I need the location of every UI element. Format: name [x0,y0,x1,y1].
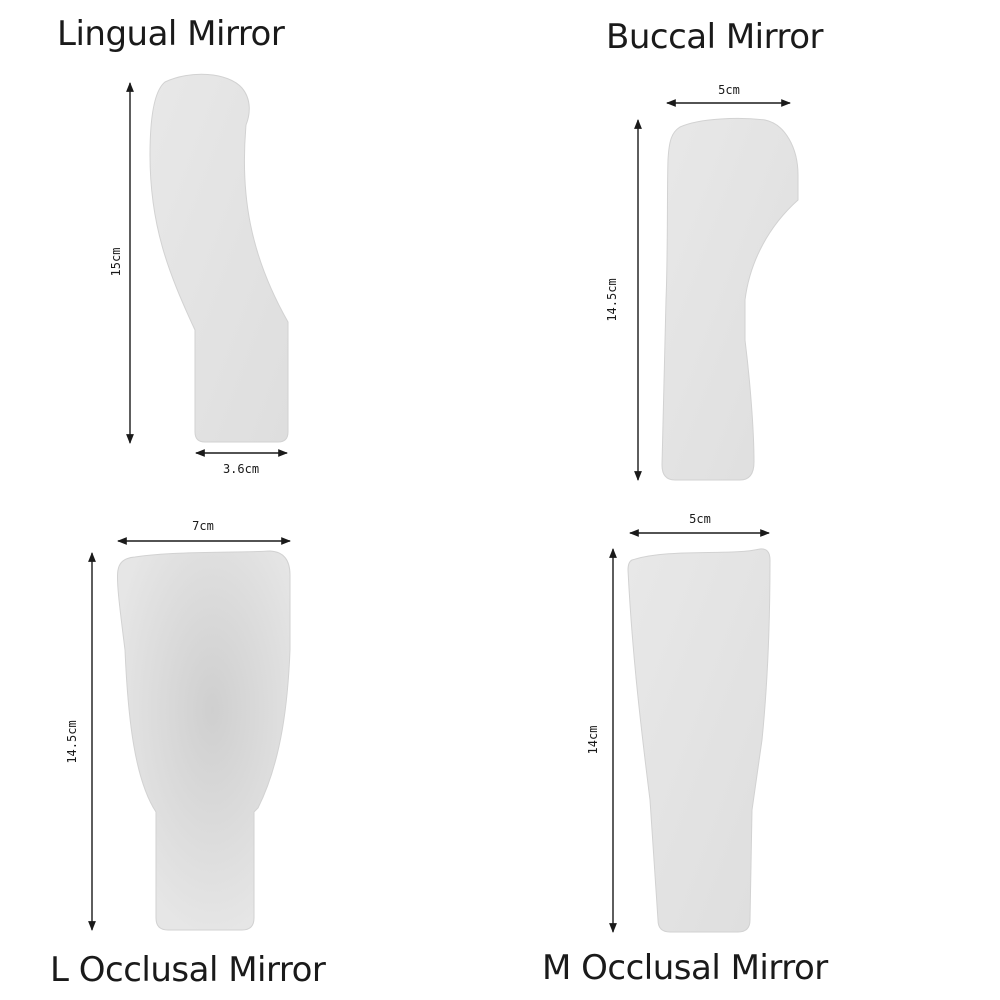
m-occlusal-length-label: 14cm [586,725,600,755]
l-occlusal-length-label: 14.5cm [65,720,79,764]
l-occlusal-mirror-title: L Occlusal Mirror [50,950,326,990]
lingual-mirror-title: Lingual Mirror [57,14,285,54]
buccal-mirror-shape [661,117,799,481]
buccal-mirror-title: Buccal Mirror [606,17,824,57]
m-occlusal-mirror-title: M Occlusal Mirror [542,948,828,988]
l-occlusal-mirror-shape [117,550,291,931]
buccal-length-label: 14.5cm [605,278,619,322]
m-occlusal-width-label: 5cm [689,512,711,526]
l-occlusal-width-label: 7cm [192,519,214,533]
lingual-length-label: 15cm [109,247,123,277]
m-occlusal-mirror-shape [627,548,771,933]
lingual-width-label: 3.6cm [222,462,260,476]
lingual-mirror-shape [149,73,289,443]
buccal-width-label: 5cm [718,83,740,97]
